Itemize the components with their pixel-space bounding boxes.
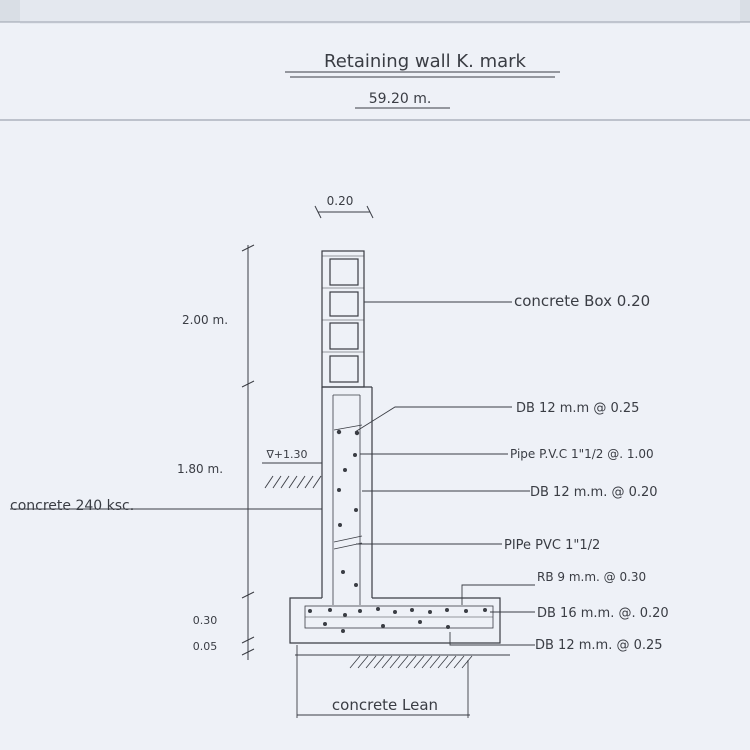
label-pipe-pvc-top: Pipe P.V.C 1"1/2 @. 1.00: [510, 447, 654, 461]
stem-rebar-dots: [336, 429, 360, 587]
stem-height-label: 1.80 m.: [177, 462, 223, 476]
base-slab: [289, 597, 501, 644]
tick: [366, 205, 374, 219]
vertical-dimension: [241, 244, 255, 660]
label-pipe-pvc-bottom: PIPe PVC 1"1/2: [504, 538, 600, 553]
lean-concrete: [295, 654, 510, 669]
label-rb9-030: RB 9 m.m. @ 0.30: [537, 570, 646, 584]
lean-thickness-label: 0.05: [193, 640, 218, 653]
soil-level-label: ∇+1.30: [265, 448, 307, 461]
paper: [0, 22, 750, 750]
concrete-lean-label: concrete Lean: [332, 696, 438, 714]
label-db12-025-top: DB 12 m.m @ 0.25: [516, 401, 639, 416]
concrete-240-label: concrete 240 ksc.: [10, 498, 134, 514]
base-thickness-label: 0.30: [193, 614, 218, 627]
label-concrete-box: concrete Box 0.20: [514, 292, 650, 310]
label-db12-020: DB 12 m.m. @ 0.20: [530, 485, 658, 500]
wall-width-label: 0.20: [327, 194, 354, 208]
paper-edge-top: [20, 0, 740, 24]
title: Retaining wall K. mark: [324, 51, 527, 72]
tick: [314, 205, 322, 219]
base-rebar-dots: [308, 607, 487, 633]
label-db16-020: DB 16 m.m. @. 0.20: [537, 606, 669, 621]
label-db12-025-bottom: DB 12 m.m. @ 0.25: [535, 638, 663, 653]
box-height-label: 2.00 m.: [182, 313, 228, 327]
leader-lines: [354, 301, 535, 646]
soil-hatch: [262, 462, 322, 489]
subtitle: 59.20 m.: [369, 91, 432, 107]
